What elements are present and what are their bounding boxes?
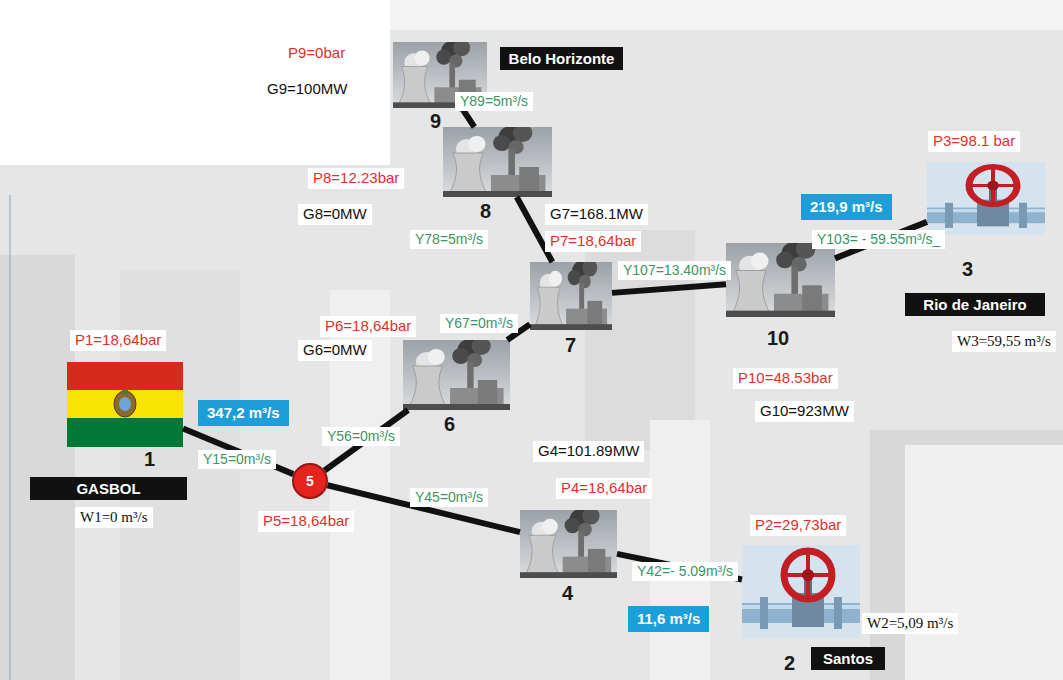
gas-pipeline xyxy=(183,428,293,474)
power-plant-icon xyxy=(403,337,510,410)
station-number: 3 xyxy=(962,259,973,279)
pressure-label: P5=18,64bar xyxy=(258,511,354,532)
withdrawal-label: W2=5,09 m³/s xyxy=(862,613,958,634)
city-tag: Belo Horizonte xyxy=(500,47,623,70)
station-number: 8 xyxy=(480,201,491,221)
supply-station: 1GASBOL xyxy=(67,362,183,447)
generation-label: G4=101.89MW xyxy=(533,441,644,462)
valve-icon xyxy=(927,162,1045,235)
power-plant: 6 xyxy=(403,340,510,410)
withdrawal-label: W1=0 m³/s xyxy=(75,507,153,528)
power-plant-icon xyxy=(443,124,552,197)
flow-value: 219,9 m³/s xyxy=(810,198,883,215)
flow-label: Y67=0m³/s xyxy=(440,314,518,333)
edge-line xyxy=(10,195,11,680)
generation-label: G10=923MW xyxy=(755,401,854,422)
flow-label: Y42=- 5.09m³/s xyxy=(632,562,738,581)
gas-pipeline xyxy=(327,485,520,532)
power-plant: 7 xyxy=(530,262,612,330)
flow-label: Y56=0m³/s xyxy=(322,427,400,446)
power-plant: 4 xyxy=(520,510,617,578)
power-plant: 8 xyxy=(443,127,552,197)
city-tag: Rio de Janeiro xyxy=(905,293,1045,316)
building xyxy=(905,445,1063,680)
flow-value-box: 347,2 m³/s xyxy=(198,400,289,426)
city-tag: Santos xyxy=(811,647,885,670)
station-number: 10 xyxy=(767,328,789,348)
station-number: 6 xyxy=(444,414,455,434)
generation-label: G8=0MW xyxy=(298,204,372,225)
pressure-label: P8=12.23bar xyxy=(308,168,404,189)
building xyxy=(870,430,1063,680)
flow-label: Y45=0m³/s xyxy=(410,488,488,507)
junction-number: 5 xyxy=(306,474,314,488)
gas-pipeline xyxy=(612,284,726,293)
flow-label: Y103= - 59.55m³/s_ xyxy=(812,230,945,249)
flow-label: Y107=13.40m³/s xyxy=(618,261,731,280)
station-number: 2 xyxy=(784,653,795,673)
flow-value-box: 11,6 m³/s xyxy=(628,606,709,632)
flow-label: Y15=0m³/s xyxy=(198,450,276,469)
flow-value-box: 219,9 m³/s xyxy=(801,194,892,220)
pressure-label: P9=0bar xyxy=(283,43,350,64)
station-number: 7 xyxy=(565,335,576,355)
pressure-label: P1=18,64bar xyxy=(70,330,166,351)
building xyxy=(650,420,710,680)
withdrawal-label: W3=59,55 m³/s xyxy=(952,331,1056,352)
building xyxy=(0,255,75,680)
city-gate-valve: 2Santos xyxy=(742,545,860,638)
pressure-label: P10=48.53bar xyxy=(733,368,838,389)
power-plant-icon xyxy=(726,240,835,317)
flow-label: Y78=5m³/s xyxy=(410,230,488,249)
city-gate-valve: 3Rio de Janeiro xyxy=(927,162,1045,235)
valve-icon xyxy=(742,545,860,638)
city-tag: GASBOL xyxy=(30,477,187,500)
flow-value: 11,6 m³/s xyxy=(637,610,700,627)
pressure-label: P3=98.1 bar xyxy=(928,131,1020,152)
power-plant: 10 xyxy=(726,243,835,317)
power-plant-icon xyxy=(530,259,612,330)
station-number: 1 xyxy=(144,449,155,469)
pressure-label: P7=18,64bar xyxy=(545,231,641,252)
generation-label: G7=168.1MW xyxy=(545,204,648,225)
station-number: 9 xyxy=(430,111,441,131)
pressure-label: P4=18,64bar xyxy=(556,478,652,499)
generation-label: G6=0MW xyxy=(298,340,372,361)
generation-label: G9=100MW xyxy=(262,79,352,100)
pressure-label: P6=18,64bar xyxy=(320,316,416,337)
junction-circle: 5 xyxy=(292,463,328,499)
white-panel xyxy=(0,0,390,165)
flow-label: Y89=5m³/s xyxy=(455,92,533,111)
flow-value: 347,2 m³/s xyxy=(207,404,280,421)
station-number: 4 xyxy=(562,583,573,603)
power-plant-icon xyxy=(520,507,617,578)
bolivia-flag xyxy=(67,362,183,447)
pressure-label: P2=29,73bar xyxy=(750,515,846,536)
